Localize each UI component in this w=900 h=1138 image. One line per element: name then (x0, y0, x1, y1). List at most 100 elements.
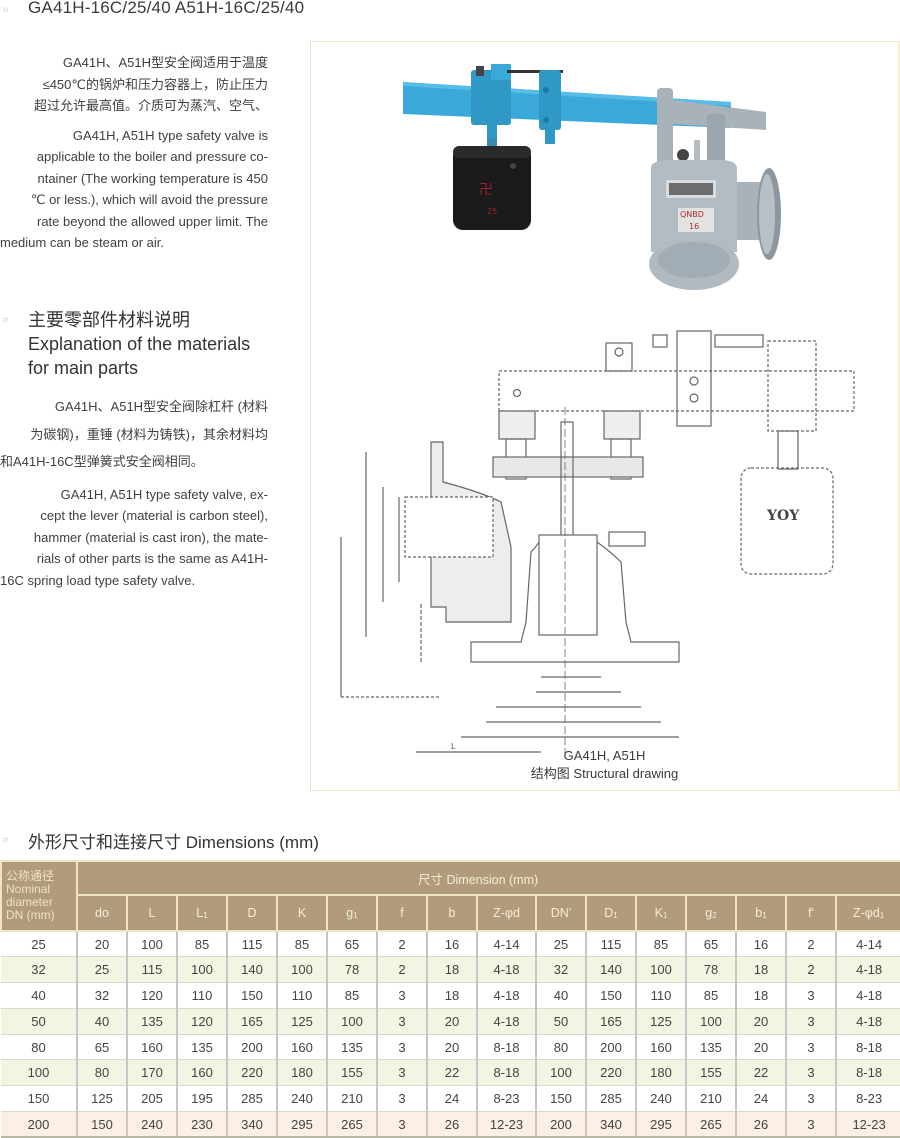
dimension-cell: 120 (126, 982, 178, 1009)
dimension-cell: 230 (176, 1111, 228, 1138)
materials-en-line: hammer (material is cast iron), the mate… (33, 529, 268, 545)
dn-cell: 80 (1, 1034, 78, 1061)
column-header: L (126, 894, 178, 932)
dimension-cell: 8-23 (476, 1085, 537, 1113)
column-header: DN' (535, 894, 587, 932)
materials-title-en: for main parts (28, 358, 139, 378)
dimension-cell: 220 (226, 1059, 278, 1087)
dimension-cell: 200 (585, 1034, 637, 1061)
dimension-cell: 85 (685, 982, 737, 1009)
dimension-cell: 115 (126, 956, 178, 984)
section-chevron-icon: » (2, 2, 9, 16)
dimension-cell: 135 (326, 1034, 378, 1061)
dimension-cell: 20 (735, 1008, 787, 1035)
dimension-cell: 3 (785, 1111, 837, 1138)
dn-cell: 150 (1, 1085, 78, 1113)
dimension-cell: 155 (685, 1059, 737, 1087)
dimension-cell: 155 (326, 1059, 378, 1087)
dimension-cell: 265 (685, 1111, 737, 1138)
dimension-cell: 18 (735, 956, 787, 984)
column-header-label: L (196, 906, 204, 920)
dimension-cell: 100 (685, 1008, 737, 1035)
dimension-cell: 20 (76, 931, 128, 958)
column-header-label: D (604, 906, 614, 920)
column-header-label: f (400, 906, 404, 920)
column-header-label: b (755, 906, 763, 920)
dimension-cell: 295 (635, 1111, 687, 1138)
dimension-cell: 8-23 (834, 1085, 900, 1113)
dimension-cell: 165 (226, 1008, 278, 1035)
dimension-cell: 25 (76, 956, 128, 984)
dimension-cell: 12-23 (476, 1111, 537, 1138)
dimension-cell: 285 (226, 1085, 278, 1113)
dn-cell: 32 (1, 956, 78, 984)
column-header-label: DN' (550, 906, 572, 920)
dimension-cell: 24 (735, 1085, 787, 1113)
dn-header-en: DN (mm) (6, 908, 55, 922)
intro-en-line: ntainer (The working temperature is 450 (37, 170, 268, 186)
dimension-cell: 16 (426, 931, 478, 958)
column-header-label: K (654, 906, 663, 920)
dn-cell: 200 (1, 1111, 78, 1138)
dimension-cell: 3 (785, 1085, 837, 1113)
dimension-cell: 150 (585, 982, 637, 1009)
dn-cell: 100 (1, 1059, 78, 1087)
figure-caption: GA41H, A51H 结构图 Structural drawing (311, 748, 898, 782)
intro-zh-line: GA41H、A51H型安全阀适用于温度 (62, 55, 268, 70)
materials-en-line: GA41H, A51H type safety valve, ex- (60, 486, 268, 502)
dimension-cell: 20 (426, 1034, 478, 1061)
column-header-subscript: 2 (712, 911, 717, 920)
column-header: b1 (735, 894, 787, 932)
column-header-label: do (95, 906, 109, 920)
column-header-label: b (448, 906, 456, 920)
column-header-label: g (346, 906, 354, 920)
dimension-cell: 205 (126, 1085, 178, 1113)
dimension-cell: 150 (226, 982, 278, 1009)
column-header-label: g (705, 906, 713, 920)
dimension-cell: 285 (585, 1085, 637, 1113)
column-header-label: Z-φd (852, 906, 880, 920)
materials-zh-line: GA41H、A51H型安全阀除杠杆 (材料 (54, 399, 268, 414)
dimension-cell: 4-18 (476, 1008, 537, 1035)
dimension-cell: 32 (76, 982, 128, 1009)
column-header: D (226, 894, 278, 932)
dimension-cell: 135 (126, 1008, 178, 1035)
column-header: Z-φd1 (834, 894, 900, 932)
dimension-cell: 8-18 (476, 1059, 537, 1087)
dimension-cell: 80 (76, 1059, 128, 1087)
column-header-subscript: 1 (762, 911, 767, 920)
intro-en-line: GA41H, A51H type safety valve is (72, 127, 268, 143)
dimension-cell: 8-18 (834, 1034, 900, 1061)
dimension-cell: 40 (76, 1008, 128, 1035)
dimension-cell: 200 (226, 1034, 278, 1061)
dimension-cell: 3 (376, 1085, 428, 1113)
dimension-cell: 4-18 (834, 956, 900, 984)
dimension-cell: 85 (635, 931, 687, 958)
column-header: K1 (635, 894, 687, 932)
materials-title-zh: 主要零部件材料说明 (28, 310, 190, 330)
dimension-cell: 160 (635, 1034, 687, 1061)
dimension-cell: 125 (76, 1085, 128, 1113)
dimension-cell: 3 (376, 1034, 428, 1061)
dimension-cell: 8-18 (476, 1034, 537, 1061)
dimension-cell: 4-18 (834, 1008, 900, 1035)
page-title: GA41H-16C/25/40 A51H-16C/25/40 (28, 0, 305, 17)
dimension-cell: 3 (785, 1059, 837, 1087)
materials-en-line: rials of other parts is the same as A41H… (36, 551, 268, 566)
column-header-label: D (247, 906, 257, 920)
dimensions-title: 外形尺寸和连接尺寸 Dimensions (mm) (28, 833, 319, 852)
dimension-cell: 115 (226, 931, 278, 958)
dimension-cell: 3 (376, 982, 428, 1009)
column-header: L1 (176, 894, 228, 932)
dimension-cell: 115 (585, 931, 637, 958)
valve-pressure-label: 16 (689, 222, 699, 231)
intro-zh: GA41H、A51H型安全阀适用于温度 ≤450℃的锅炉和压力容器上，防止压力 … (0, 52, 268, 117)
column-header: Z-φd (476, 894, 537, 932)
column-header: D1 (585, 894, 637, 932)
section-chevron-icon: » (2, 312, 9, 326)
dimension-cell: 20 (735, 1034, 787, 1061)
